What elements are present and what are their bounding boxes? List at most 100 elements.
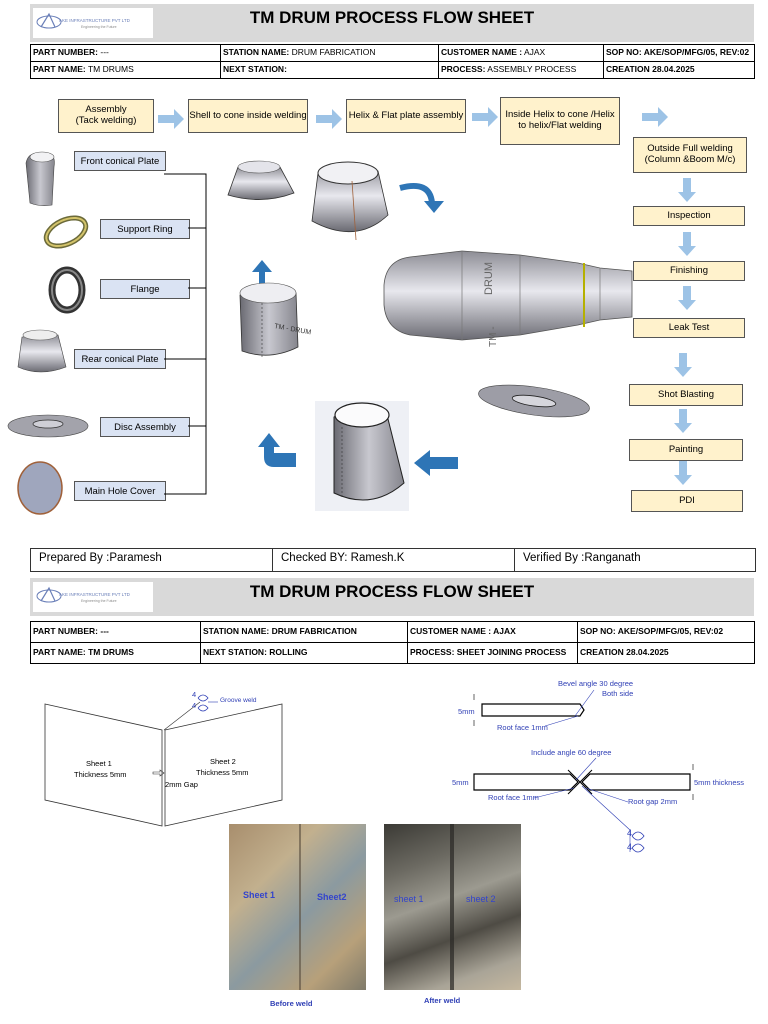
part-name-cell: PART NAME: TM DRUMS xyxy=(30,61,221,79)
customer-name-cell-2: CUSTOMER NAME : AJAX xyxy=(407,621,578,643)
signature-row: Prepared By :Paramesh Checked BY: Ramesh… xyxy=(30,548,756,572)
sheet1-thickness: Thickness 5mm xyxy=(74,770,127,779)
part-label-support-ring: Support Ring xyxy=(100,219,190,239)
flow-step-inspection: Inspection xyxy=(633,206,745,226)
drum-label: DRUM xyxy=(483,262,495,295)
before-weld-photo: Sheet 1 Sheet2 xyxy=(229,824,366,990)
next-station-cell: NEXT STATION: xyxy=(220,61,439,79)
creation-cell: CREATION 28.04.2025 xyxy=(603,61,755,79)
flow-step-inside-helix: Inside Helix to cone /Helix to helix/Fla… xyxy=(500,97,620,145)
flow-step-painting: Painting xyxy=(629,439,743,461)
sheet-joining-sketch xyxy=(44,694,283,827)
customer-name-cell: CUSTOMER NAME : AJAX xyxy=(438,44,604,62)
sheet2-info-table: PART NUMBER: --- STATION NAME: DRUM FABR… xyxy=(30,621,755,664)
root-face-label: Root face 1mm xyxy=(497,723,548,732)
sheet1-header: AKE INFRASTRUCTURE PVT LTD Engineering t… xyxy=(30,4,754,42)
part-label-rear-conical: Rear conical Plate xyxy=(74,349,166,369)
flow-step-helix-flat: Helix & Flat plate assembly xyxy=(346,99,466,133)
logo-emblem-icon xyxy=(36,586,62,603)
flow-arrows-right xyxy=(674,178,696,485)
photo-sheet1-after-label: sheet 1 xyxy=(394,894,424,904)
logo-emblem-icon xyxy=(36,12,62,29)
photo-sheet1-label: Sheet 1 xyxy=(243,890,276,900)
parts-bracket-lines xyxy=(164,173,207,495)
part-label-disc-assembly: Disc Assembly xyxy=(100,417,190,437)
verified-by: Verified By :Ranganath xyxy=(523,552,641,564)
main-hole-cover-image xyxy=(17,461,63,515)
checked-by: Checked BY: Ramesh.K xyxy=(273,549,515,571)
prepared-by: Prepared By :Paramesh xyxy=(31,549,273,571)
dim-5mm-label: 5mm xyxy=(458,707,475,716)
weld-symbol-number: 4 xyxy=(627,842,633,852)
eccentric-cone-image xyxy=(333,402,405,501)
part-label-front-conical: Front conical Plate xyxy=(74,151,166,171)
next-station-cell-2: NEXT STATION: ROLLING xyxy=(200,642,408,664)
flow-arrows-top xyxy=(158,107,668,129)
station-name-cell: STATION NAME: DRUM FABRICATION xyxy=(220,44,439,62)
flow-step-outside-welding: Outside Full welding (Column &Boom M/c) xyxy=(633,137,747,173)
root-gap-label: Root gap 2mm xyxy=(628,797,678,806)
after-weld-caption: After weld xyxy=(424,996,461,1005)
company-logo-2: AKE INFRASTRUCTURE PVT LTD Engineering t… xyxy=(33,582,153,612)
bevel-diagram xyxy=(473,689,694,853)
photo-sheet2-after-label: sheet 2 xyxy=(466,894,496,904)
disc-assembly-image xyxy=(7,414,89,438)
curved-up-arrow-icon xyxy=(258,433,296,467)
before-weld-caption: Before weld xyxy=(270,999,313,1008)
support-ring-image xyxy=(43,215,89,249)
process-cell-2: PROCESS: SHEET JOINING PROCESS xyxy=(407,642,578,664)
process-cell: PROCESS: ASSEMBLY PROCESS xyxy=(438,61,604,79)
flange-image xyxy=(48,266,86,314)
logo-text: AKE INFRASTRUCTURE PVT LTD xyxy=(59,18,130,23)
flow-step-shot-blasting: Shot Blasting xyxy=(629,384,743,406)
arrow-head-icon xyxy=(424,201,444,213)
both-side-label: Both side xyxy=(602,689,634,698)
photo-sheet2-label: Sheet2 xyxy=(317,892,347,902)
small-cone-image xyxy=(227,160,295,200)
creation-cell-2: CREATION 28.04.2025 xyxy=(577,642,755,664)
part-name-cell-2: PART NAME: TM DRUMS xyxy=(30,642,201,664)
flow-step-assembly: Assembly (Tack welding) xyxy=(58,99,154,133)
sheet2-label: Sheet 2 xyxy=(210,757,236,766)
dim-5mm-label-2: 5mm xyxy=(452,778,469,787)
root-face-label-2: Root face 1mm xyxy=(488,793,539,802)
front-conical-plate-image xyxy=(25,151,55,206)
flow-step-shell-to-cone: Shell to cone inside welding xyxy=(188,99,308,133)
sheet1-diagram: TM - DRUM DRUM TM - xyxy=(7,107,696,515)
page-title-2: TM DRUM PROCESS FLOW SHEET xyxy=(249,582,535,601)
groove-weld-label: Groove weld xyxy=(220,697,257,704)
flow-step-finishing: Finishing xyxy=(633,261,745,281)
tm-drum-image: DRUM TM - xyxy=(383,250,633,347)
logo-tagline: Engineering the Future xyxy=(81,599,117,603)
part-number-cell-2: PART NUMBER: --- xyxy=(30,621,201,643)
disc-plate-image xyxy=(478,384,590,418)
sop-cell: SOP NO: AKE/SOP/MFG/05, REV:02 xyxy=(603,44,755,62)
weld-symbol-number: 4 xyxy=(627,828,633,838)
page-title: TM DRUM PROCESS FLOW SHEET xyxy=(249,8,535,27)
part-label-main-hole-cover: Main Hole Cover xyxy=(74,481,166,501)
weld-symbol-number: 4 xyxy=(192,690,197,699)
flow-step-pdi: PDI xyxy=(631,490,743,512)
sheet1-label: Sheet 1 xyxy=(86,759,112,768)
company-logo: AKE INFRASTRUCTURE PVT LTD Engineering t… xyxy=(33,8,153,38)
rear-conical-plate-image xyxy=(17,329,67,373)
up-arrow-icon xyxy=(252,260,272,284)
curved-arrow-icon xyxy=(399,182,435,204)
bevel-angle-label: Bevel angle 30 degree xyxy=(558,679,634,688)
weld-symbol-number: 4 xyxy=(192,701,197,710)
drum-label-tm: TM - xyxy=(488,326,499,347)
thickness-5mm-label: 5mm thickness xyxy=(694,778,745,787)
sop-cell-2: SOP NO: AKE/SOP/MFG/05, REV:02 xyxy=(577,621,755,643)
left-arrow-icon xyxy=(414,450,458,476)
sheet2-header: AKE INFRASTRUCTURE PVT LTD Engineering t… xyxy=(30,578,754,616)
rolled-shell-image: TM - DRUM xyxy=(239,282,312,357)
gap-label: 2mm Gap xyxy=(165,780,198,789)
large-cone-image xyxy=(311,161,389,241)
part-label-flange: Flange xyxy=(100,279,190,299)
sheet2-thickness: Thickness 5mm xyxy=(196,768,249,777)
logo-text: AKE INFRASTRUCTURE PVT LTD xyxy=(59,592,130,597)
station-name-cell-2: STATION NAME: DRUM FABRICATION xyxy=(200,621,408,643)
include-angle-label: Include angle 60 degree xyxy=(531,748,612,757)
part-number-cell: PART NUMBER: --- xyxy=(30,44,221,62)
logo-tagline: Engineering the Future xyxy=(81,25,117,29)
